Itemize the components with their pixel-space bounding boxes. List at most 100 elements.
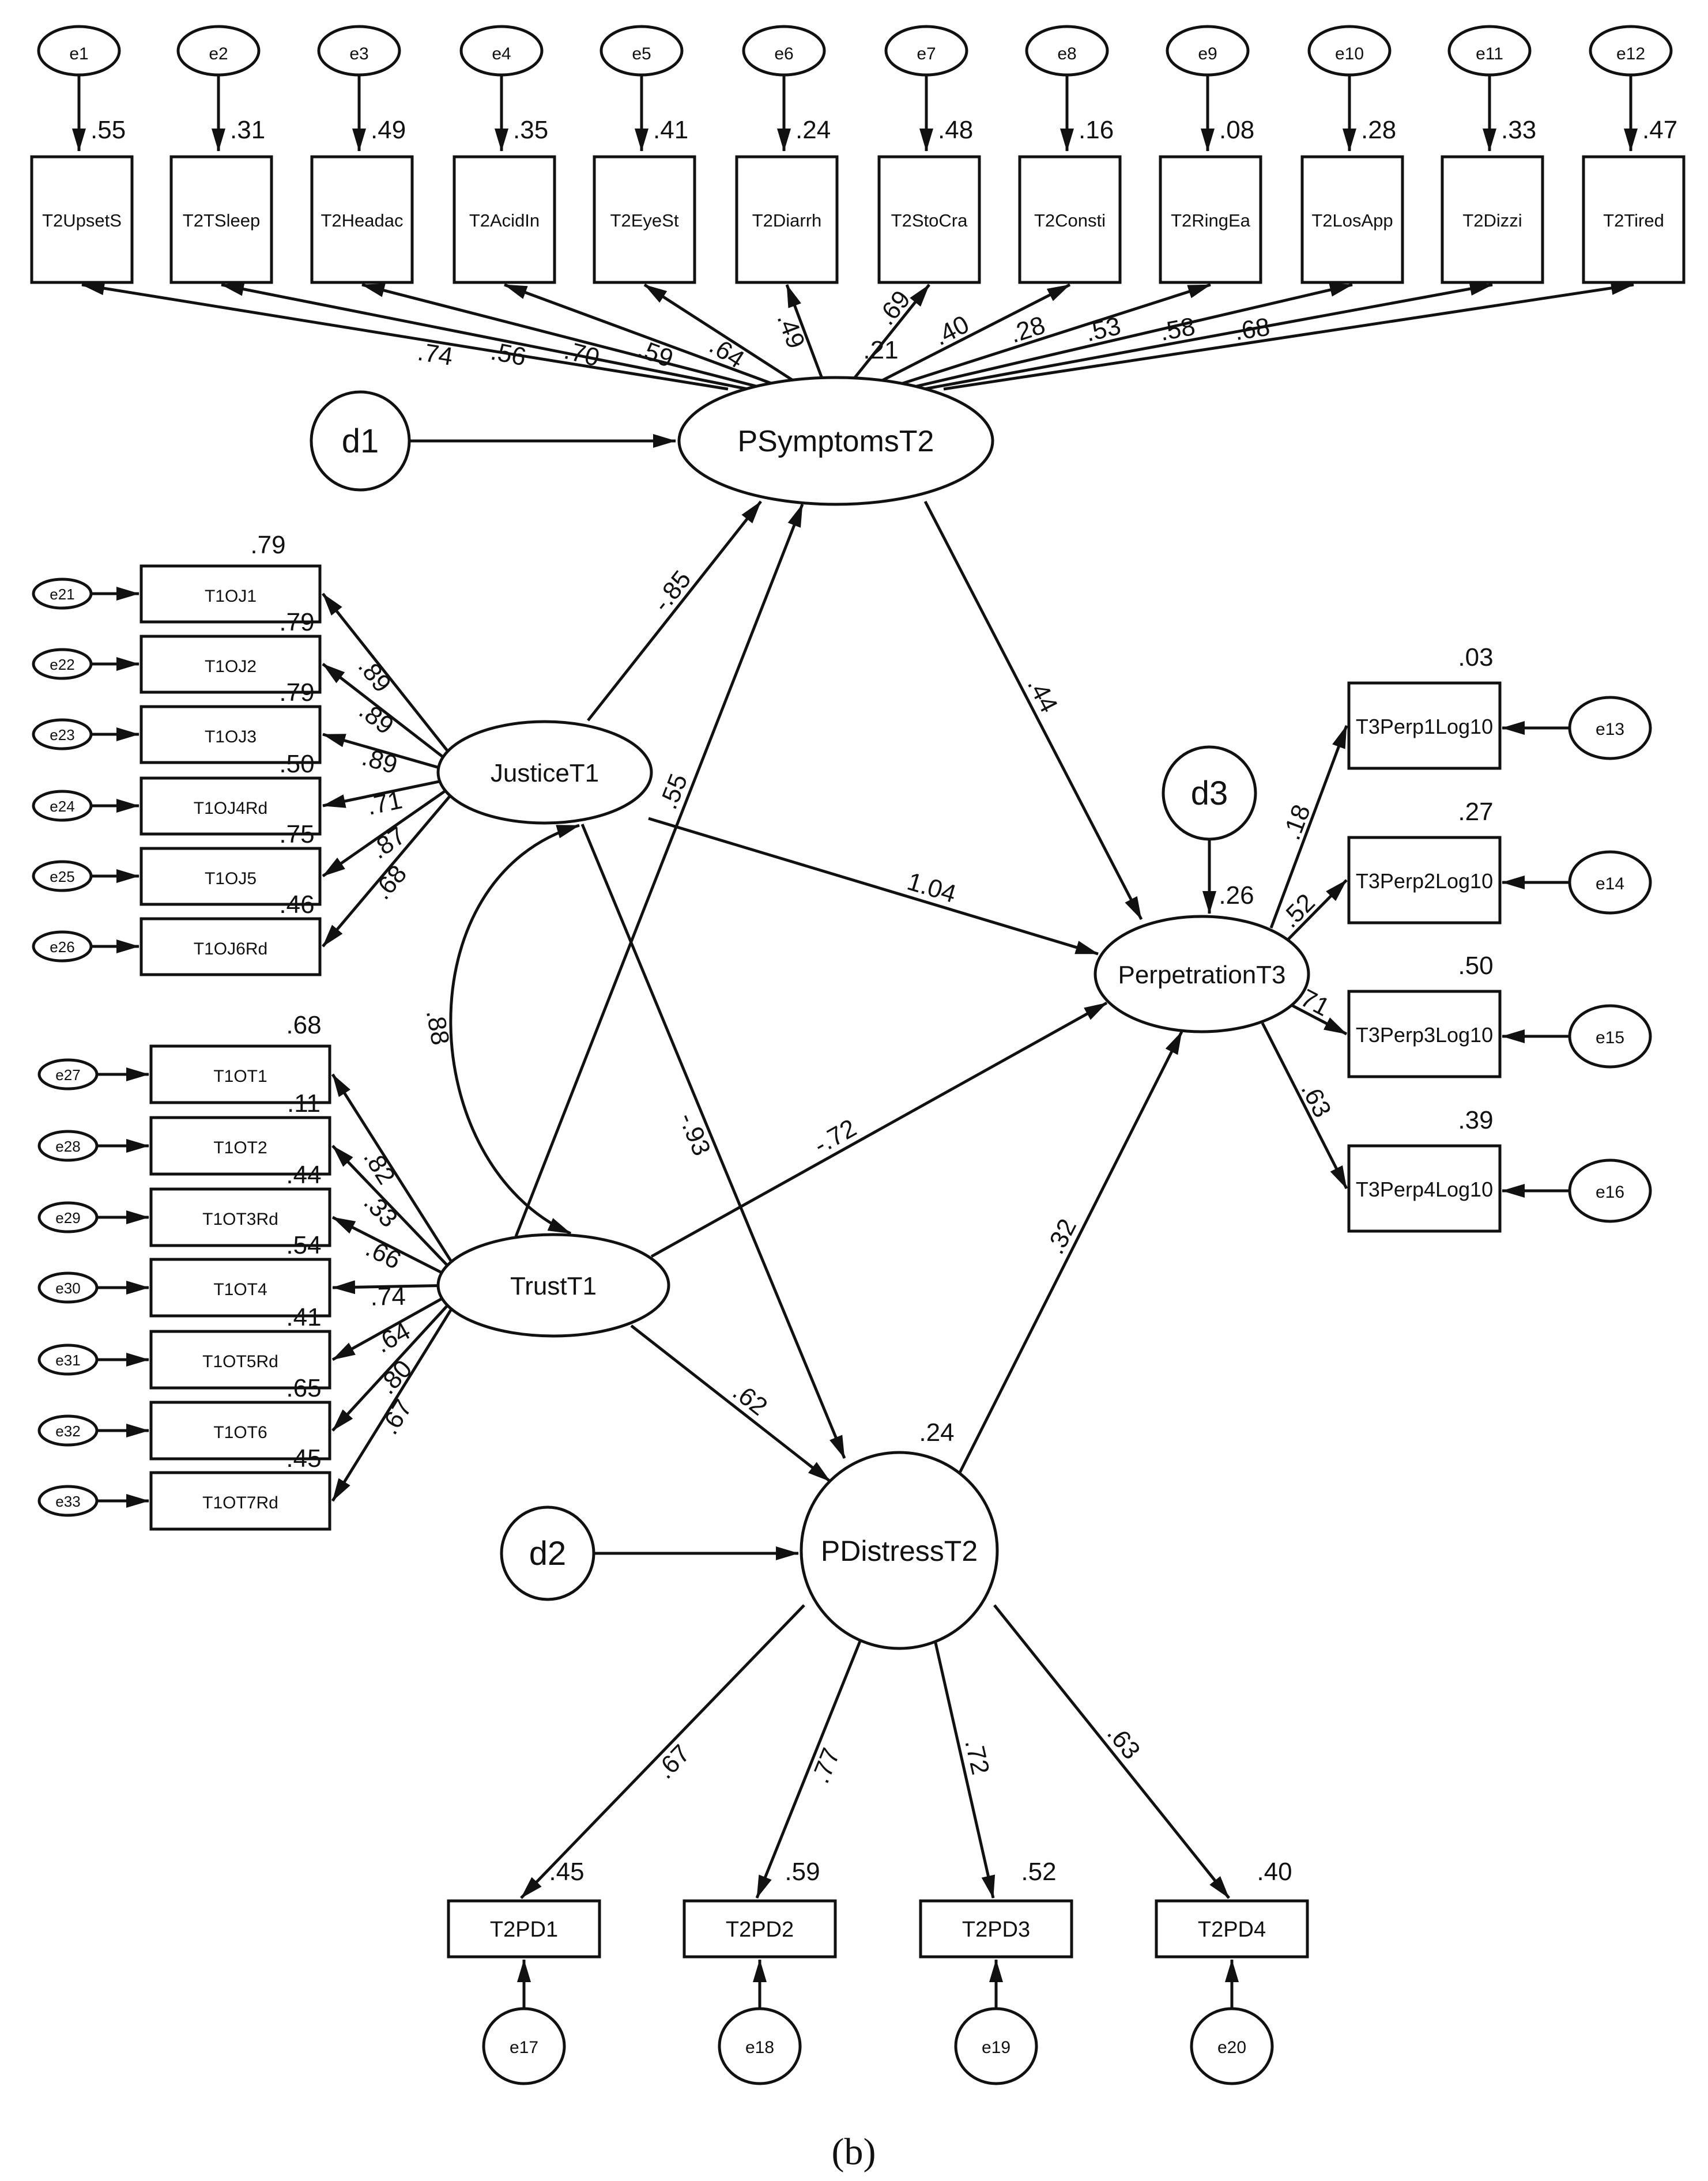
indicator-label: T2PD1 — [490, 1918, 558, 1942]
loading-arrow — [844, 284, 930, 390]
indicator-label: T1OT7Rd — [202, 1493, 278, 1512]
loading-arrow — [81, 281, 729, 391]
indicator-box-T1OJ6Rd — [139, 917, 322, 976]
r-squared-label: .79 — [250, 531, 285, 559]
r-squared-label: .31 — [230, 116, 265, 144]
path-label: -.85 — [647, 565, 696, 617]
r-squared-label: .16 — [1079, 116, 1114, 144]
r-squared-label: .24 — [795, 116, 831, 144]
indicator-label: T2Dizzi — [1462, 210, 1522, 231]
loading-label: .87 — [365, 821, 410, 865]
loading-arrow — [923, 282, 1493, 391]
indicator-box-T1OJ4Rd — [139, 776, 322, 836]
r-squared-label: .27 — [1458, 798, 1493, 826]
r-squared-label: .46 — [279, 890, 314, 919]
loading-arrow — [361, 283, 768, 391]
latent-label: PSymptomsT2 — [738, 425, 934, 458]
indicator-label: T2LosApp — [1311, 210, 1393, 231]
error-label: e8 — [1057, 44, 1076, 63]
disturbance-label: d2 — [529, 1535, 567, 1572]
error-circle-e27 — [37, 1058, 99, 1090]
loading-label: .53 — [1083, 312, 1123, 348]
r-squared-label: .55 — [91, 116, 126, 144]
r-squared-label: .59 — [785, 1858, 820, 1886]
error-label: e4 — [492, 44, 511, 63]
indicator-box-T3Perp4Log10 — [1347, 1144, 1502, 1233]
error-label: e25 — [50, 868, 74, 885]
disturbance-label: d3 — [1191, 775, 1228, 812]
r-squared-label: .35 — [513, 116, 548, 144]
latent-pdistress — [800, 1451, 999, 1650]
loading-label: .89 — [354, 696, 399, 740]
r-squared-label: .50 — [1458, 952, 1493, 980]
indicator-label: T1OJ6Rd — [194, 939, 267, 959]
error-circle-e20 — [1190, 2007, 1274, 2085]
latent-label: PerpetrationT3 — [1118, 961, 1285, 989]
indicator-box-T3Perp1Log10 — [1347, 681, 1502, 770]
error-circle-e24 — [32, 790, 93, 822]
error-label: e6 — [774, 44, 793, 63]
loading-arrow — [331, 1301, 457, 1502]
error-label: e18 — [745, 2038, 774, 2057]
loading-arrow — [993, 1604, 1230, 1899]
indicator-label: T2UpsetS — [42, 210, 122, 231]
latent-perpetration — [1094, 915, 1310, 1033]
error-circle-e13 — [1568, 696, 1652, 760]
loading-arrow — [943, 281, 1634, 391]
loading-label: .18 — [1277, 801, 1316, 843]
latent-psymptoms — [677, 376, 994, 506]
path-justice-to-perpetration — [648, 817, 1099, 956]
error-circle-e28 — [37, 1130, 99, 1162]
indicator-box-T2Diarrh — [735, 155, 839, 284]
error-label: e5 — [632, 44, 651, 63]
error-circle-e33 — [37, 1485, 99, 1517]
loading-arrow — [322, 663, 457, 768]
latent-label: PDistressT2 — [821, 1535, 978, 1567]
indicator-box-T1OJ5 — [139, 847, 322, 906]
path-trust-to-pdistress — [630, 1325, 831, 1482]
path-trust-to-perpetration — [650, 1001, 1108, 1258]
indicator-label: T3Perp2Log10 — [1356, 869, 1493, 893]
r-squared-label: .79 — [279, 608, 314, 636]
r-squared-label: .26 — [1219, 881, 1254, 910]
loading-arrow — [643, 283, 808, 391]
indicator-box-T2TSleep — [169, 155, 273, 284]
indicator-label: T2EyeSt — [610, 210, 679, 231]
figure-caption: (b) — [832, 2131, 876, 2173]
indicator-label: T1OJ1 — [205, 587, 257, 606]
disturbance-d3 — [1162, 745, 1257, 841]
indicator-label: T2TSleep — [183, 210, 260, 231]
indicator-label: T1OJ3 — [205, 727, 257, 746]
loading-label: .28 — [1006, 311, 1049, 348]
error-label: e15 — [1596, 1028, 1624, 1047]
indicator-box-T2Tired — [1582, 155, 1686, 284]
loading-label: .63 — [1295, 1078, 1336, 1122]
indicator-box-T2RingEa — [1159, 155, 1262, 284]
error-label: e21 — [50, 586, 74, 603]
error-label: e23 — [50, 726, 74, 744]
path-pdistress-to-perpetration — [958, 1031, 1183, 1474]
indicator-box-T3Perp2Log10 — [1347, 836, 1502, 925]
indicator-box-T1OT4 — [149, 1258, 331, 1318]
indicator-box-T1OT5Rd — [149, 1330, 331, 1390]
path-label: -.93 — [673, 1108, 716, 1160]
loading-label: .67 — [375, 1395, 418, 1440]
r-squared-label: .44 — [286, 1161, 321, 1189]
indicator-box-T2PD1 — [447, 1899, 601, 1959]
loading-label: .58 — [1157, 312, 1197, 346]
loading-label: .40 — [929, 310, 974, 351]
indicator-label: T2PD2 — [726, 1918, 794, 1942]
indicator-label: T1OJ2 — [205, 657, 257, 676]
error-label: e2 — [209, 44, 228, 63]
loading-label: .74 — [416, 338, 455, 371]
error-circle-e21 — [32, 578, 93, 610]
loading-arrow — [322, 733, 456, 774]
error-label: e33 — [55, 1493, 80, 1510]
path-psymptoms-to-perpetration — [923, 500, 1143, 920]
edges-layer — [72, 75, 1638, 2009]
loading-label: .69 — [872, 285, 916, 330]
indicator-label: T2Consti — [1034, 210, 1106, 231]
latent-label: TrustT1 — [510, 1272, 597, 1300]
r-squared-label: .68 — [286, 1011, 321, 1039]
